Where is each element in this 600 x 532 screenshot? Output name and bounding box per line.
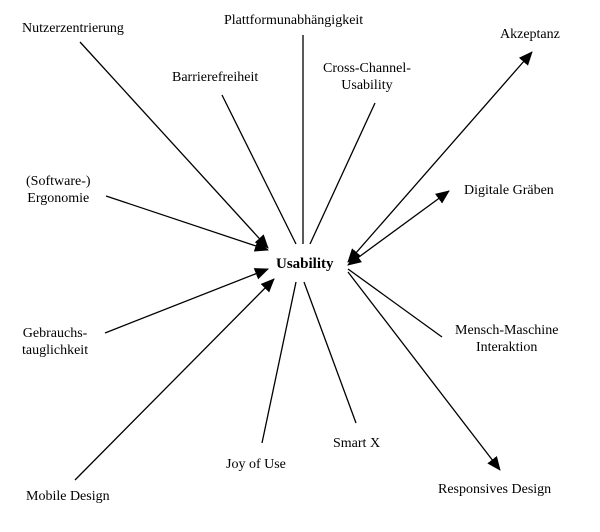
node-gebrauchstauglichkeit: Gebrauchs- tauglichkeit — [22, 326, 89, 358]
edge-joy-of-use — [261, 281, 297, 444]
edge-mobile-design — [74, 278, 275, 481]
node-akzeptanz: Akzeptanz — [500, 27, 560, 42]
center-node-usability: Usability — [276, 256, 334, 272]
node-nutzerzentrierung: Nutzerzentrierung — [22, 21, 124, 36]
edge-software-ergonomie — [105, 195, 269, 252]
node-responsives-design: Responsives Design — [438, 482, 552, 497]
edge-smart-x — [303, 281, 357, 424]
edge-gebrauchstauglichkeit — [104, 268, 269, 334]
node-plattformunabhaengigkeit: Plattformunabhängigkeit — [224, 13, 364, 28]
node-smart-x: Smart X — [333, 436, 381, 451]
node-mensch-maschine-interaktion: Mensch-Maschine Interaktion — [455, 323, 559, 355]
node-mobile-design: Mobile Design — [26, 489, 110, 504]
node-digitale-graeben: Digitale Gräben — [464, 183, 554, 198]
edge-barrierefreiheit — [221, 94, 297, 245]
node-cross-channel-usability: Cross-Channel- Usability — [323, 61, 411, 93]
edge-nutzerzentrierung — [79, 41, 269, 249]
edge-responsives-design — [347, 271, 501, 471]
node-software-ergonomie: (Software-) Ergonomie — [26, 174, 91, 206]
edge-digitale-graeben — [347, 190, 450, 266]
edge-mensch-maschine — [347, 268, 443, 338]
node-barrierefreiheit: Barrierefreiheit — [172, 70, 259, 85]
node-joy-of-use: Joy of Use — [226, 457, 286, 472]
edge-cross-channel — [309, 102, 376, 245]
